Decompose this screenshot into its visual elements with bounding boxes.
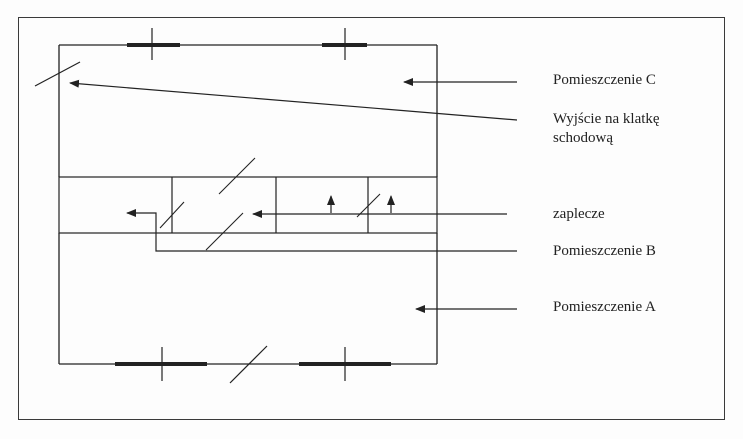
label-staircase-exit: Wyjście na klatkę schodową [553,110,703,148]
label-room-b: Pomieszczenie B [553,243,656,259]
backroom-strip [58,176,438,234]
window-bottom-left [115,347,207,381]
label-room-a: Pomieszczenie A [553,299,656,315]
entrance-door [229,345,268,384]
window-top-left [127,28,180,60]
room-a-walls [58,233,438,365]
label-exit-line1: Wyjście na klatkę [553,111,660,127]
leader-room-b [126,209,517,252]
diagram-frame [18,17,725,420]
label-room-c: Pomieszczenie C [553,72,656,88]
label-exit-line2: schodową [553,130,613,146]
window-bottom-right [299,347,391,381]
staircase-door [34,61,81,87]
backroom-doors [159,157,381,251]
label-backroom: zaplecze [553,206,605,222]
window-top-right [322,28,367,60]
leader-exit [69,79,518,121]
room-c-walls [58,44,438,177]
